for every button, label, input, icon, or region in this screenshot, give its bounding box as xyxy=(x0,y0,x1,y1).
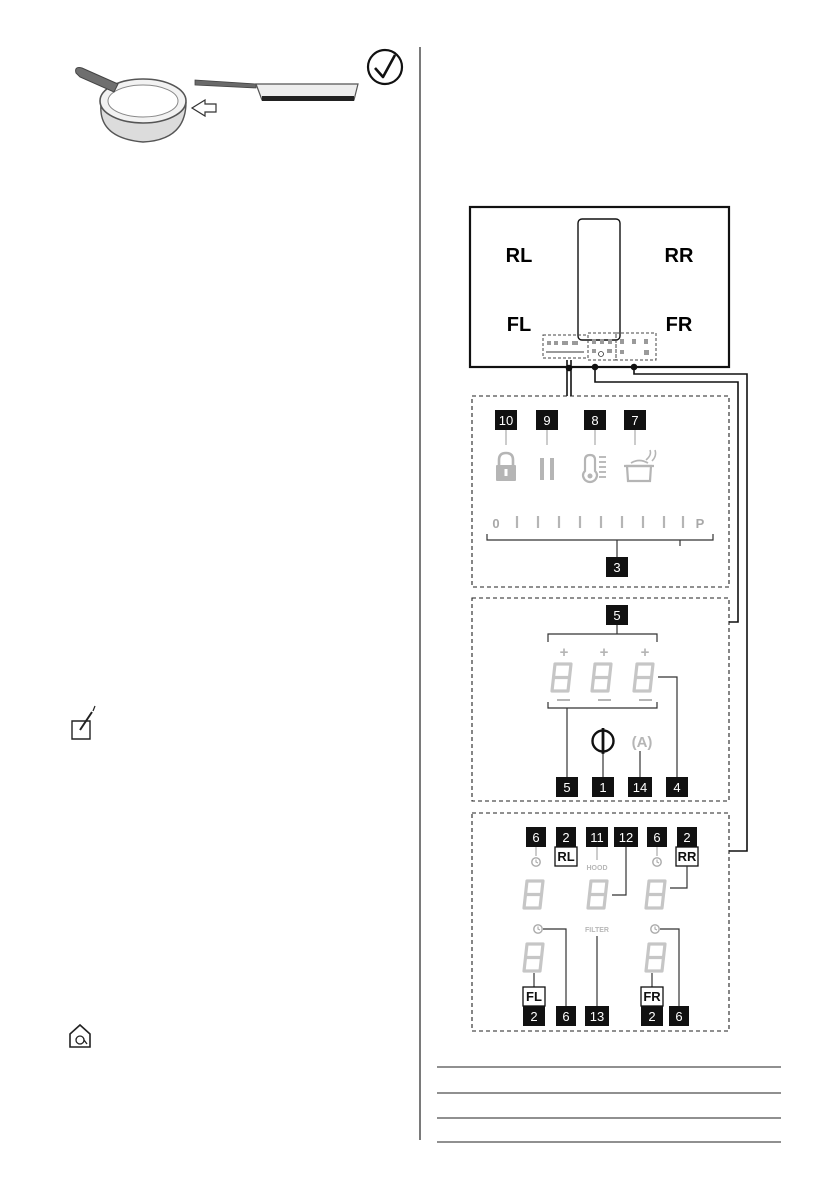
label-1: 1 xyxy=(599,780,606,795)
filter-label: FILTER xyxy=(585,927,609,934)
bracket-minus xyxy=(547,702,658,709)
auto-mode-icon[interactable]: (A) xyxy=(632,734,653,751)
label-4: 4 xyxy=(673,780,680,795)
seven-segment-display-fl xyxy=(522,942,545,973)
label-5-bottom: 5 xyxy=(563,780,570,795)
hood-label: HOOD xyxy=(587,865,608,872)
zone-label-fr: FR xyxy=(666,314,693,336)
label-7: 7 xyxy=(631,413,638,428)
label-10: 10 xyxy=(499,413,513,428)
leader-4 xyxy=(658,676,678,777)
panel-middle xyxy=(471,597,730,802)
label-6-fr: 6 xyxy=(675,1009,682,1024)
label-6-fl: 6 xyxy=(562,1009,569,1024)
plus-2[interactable]: + xyxy=(600,644,609,661)
mini-panel-marks xyxy=(546,339,649,355)
lock-icon xyxy=(496,451,516,481)
zone-tag-rl: RL xyxy=(557,849,574,864)
label-6-rr: 6 xyxy=(653,830,660,845)
zone-tag-fl: FL xyxy=(526,989,542,1004)
table-rules xyxy=(437,1066,781,1143)
leader-12 xyxy=(612,847,627,896)
timer-icon-rr xyxy=(652,857,662,867)
label-9: 9 xyxy=(543,413,550,428)
label-11: 11 xyxy=(590,830,604,845)
label-6-rl: 6 xyxy=(532,830,539,845)
edit-note-icon xyxy=(71,705,96,740)
power-slider[interactable]: 0 P 3 xyxy=(486,516,714,577)
leader-6-fl xyxy=(543,928,567,1006)
timer-icon-fr xyxy=(650,924,660,934)
zone-label-rr: RR xyxy=(665,245,694,267)
panel-bottom xyxy=(471,812,730,1032)
seven-segment-display-fr xyxy=(644,942,667,973)
slider-p: P xyxy=(696,516,705,531)
panel-top xyxy=(471,395,730,588)
zone-tag-rr: RR xyxy=(678,849,697,864)
label-2-fl: 2 xyxy=(530,1009,537,1024)
thermometer-icon xyxy=(581,453,606,484)
slider-zero: 0 xyxy=(492,516,499,531)
label-12: 12 xyxy=(619,830,633,845)
zone-tag-fr: FR xyxy=(643,989,661,1004)
label-5-top: 5 xyxy=(613,608,620,623)
checkmark-icon xyxy=(366,48,404,86)
plus-1[interactable]: + xyxy=(560,644,569,661)
seven-segment-display-rl xyxy=(522,879,545,910)
seven-segment-display-2 xyxy=(590,662,613,693)
pot-icon xyxy=(624,449,657,483)
hood-home-icon xyxy=(69,1023,91,1048)
arrow-icon xyxy=(190,98,217,118)
timer-icon-fl xyxy=(533,924,543,934)
power-on-off-icon[interactable] xyxy=(591,728,615,754)
zone-label-rl: RL xyxy=(506,245,533,267)
seven-segment-display-3 xyxy=(632,662,655,693)
pan-illustration xyxy=(75,67,359,143)
panel-top-labels: 10 9 8 7 xyxy=(495,410,646,445)
zone-label-fl: FL xyxy=(507,314,531,336)
label-2-rl: 2 xyxy=(562,830,569,845)
label-2-rr: 2 xyxy=(683,830,690,845)
seven-segment-display-rr xyxy=(644,879,667,910)
label-8: 8 xyxy=(591,413,598,428)
timer-icon-rl xyxy=(531,857,541,867)
label-3: 3 xyxy=(613,560,620,575)
leader-rr xyxy=(670,866,688,889)
seven-segment-display-hood xyxy=(586,879,609,910)
seven-segment-display-1 xyxy=(550,662,573,693)
pause-icon xyxy=(540,458,554,480)
hob-top-view: RL RR FL FR xyxy=(468,205,731,369)
connector-lines xyxy=(565,360,748,852)
label-14: 14 xyxy=(633,780,647,795)
label-2-fr: 2 xyxy=(648,1009,655,1024)
leader-6-fr xyxy=(660,928,680,1006)
bracket-plus xyxy=(547,625,658,642)
hood-vent xyxy=(577,218,621,341)
plus-3[interactable]: + xyxy=(641,644,650,661)
mini-panel-right xyxy=(615,332,657,361)
label-13: 13 xyxy=(590,1009,604,1024)
